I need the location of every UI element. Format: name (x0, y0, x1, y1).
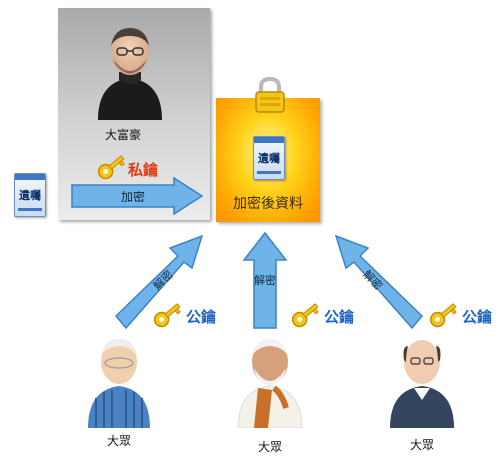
public-person-right-icon (390, 340, 454, 428)
rich-person-caption: 大富豪 (104, 128, 141, 142)
encrypted-will-document-label: 遺囑 (258, 152, 280, 165)
public-person-left-icon (88, 338, 150, 428)
rich-person-avatar-icon (98, 28, 162, 120)
public-caption-left: 大眾 (106, 434, 131, 448)
private-key-icon (97, 155, 125, 180)
public-key-icon-left (153, 303, 181, 328)
public-person-middle-icon (237, 339, 303, 428)
public-key-label-middle: 公鑰 (324, 308, 355, 326)
public-key-icon-right (429, 303, 457, 328)
private-key-label: 私鑰 (128, 161, 159, 179)
encrypt-label: 加密 (120, 190, 145, 204)
encrypted-data-label: 加密後資料 (233, 196, 303, 212)
decrypt-arrow-right-icon (334, 234, 424, 330)
public-key-label-right: 公鑰 (462, 308, 493, 326)
public-key-icon-middle (291, 303, 319, 328)
public-caption-right: 大眾 (409, 438, 434, 452)
will-document-icon: 遺囑 (14, 173, 46, 217)
lock-icon (255, 76, 285, 113)
encrypted-will-document-icon: 遺囑 (253, 136, 285, 180)
public-key-label-left: 公鑰 (186, 308, 217, 326)
decrypt-label-middle: 解密 (254, 274, 276, 287)
decrypt-arrow-left-icon (114, 234, 204, 330)
public-caption-middle: 大眾 (257, 440, 282, 454)
decrypt-arrow-middle-icon (242, 231, 288, 329)
encrypt-arrow-icon (71, 176, 204, 216)
will-document-label: 遺囑 (19, 189, 41, 202)
